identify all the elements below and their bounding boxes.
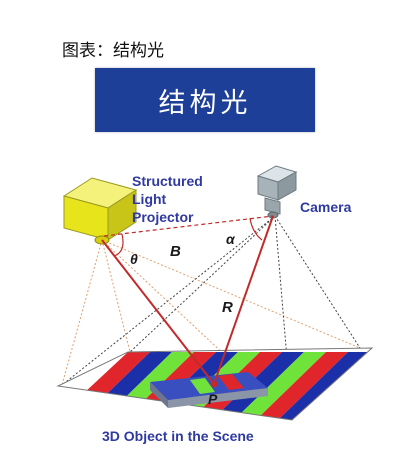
3d-object: [150, 372, 268, 408]
banner-title: 结构光: [158, 87, 252, 119]
baseline-line: [103, 215, 274, 237]
projector-label-line2: Light: [132, 191, 167, 207]
point-p-marker: [210, 380, 218, 388]
camera-angle-label: α: [226, 231, 236, 247]
stripe-green: [234, 352, 326, 420]
projector-angle-arc: [113, 233, 124, 257]
stripe-red: [256, 352, 348, 420]
scene-label: 3D Object in the Scene: [102, 428, 254, 444]
range-label: R: [222, 299, 233, 316]
projector-label-line1: Structured: [132, 173, 203, 189]
camera-angle-arc: [249, 217, 263, 241]
projector-label-line3: Projector: [132, 209, 194, 225]
point-label: P: [208, 391, 218, 407]
projector-beam: [101, 239, 215, 385]
title-banner: 结构光: [95, 68, 315, 132]
camera-label: Camera: [300, 199, 352, 215]
projector-icon: [62, 177, 138, 245]
camera-icon: [256, 165, 298, 219]
projector-angle-label: θ: [130, 251, 138, 267]
figure-caption: 图表：结构光: [62, 41, 164, 61]
camera-ray: [213, 215, 274, 385]
baseline-label: B: [170, 243, 181, 260]
